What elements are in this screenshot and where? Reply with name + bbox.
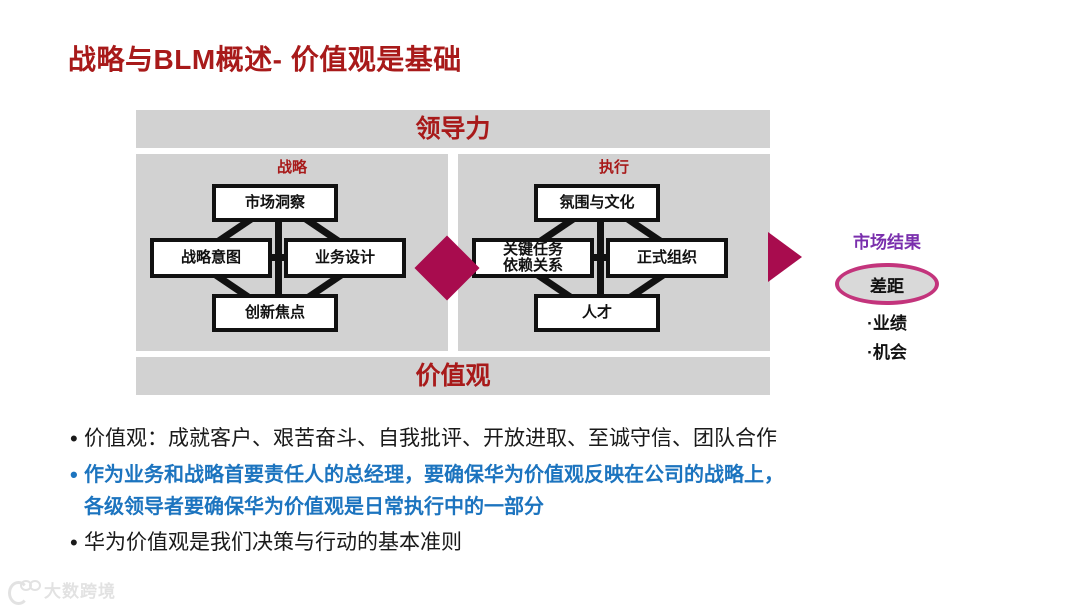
result-item-performance: ·业绩 (867, 314, 907, 333)
bullet-text-values: 价值观：成就客户、艰苦奋斗、自我批评、开放进取、至诚守信、团队合作 (84, 427, 777, 450)
node-key-tasks-line2: 依赖关系 (502, 257, 563, 274)
node-innovation-focus[interactable]: 创新焦点 (212, 294, 338, 332)
bullet-item-values: • 价值观：成就客户、艰苦奋斗、自我批评、开放进取、至诚守信、团队合作 (70, 424, 1050, 454)
execution-connector-horizontal (586, 254, 614, 261)
strategy-panel: 战略 市场洞察 战略意图 业务设计 创新焦点 (136, 154, 448, 351)
node-talent[interactable]: 人才 (534, 294, 660, 332)
node-key-tasks-line1: 关键任务 (502, 240, 563, 258)
leadership-band: 领导力 (136, 110, 770, 148)
node-strategic-intent[interactable]: 战略意图 (150, 238, 272, 278)
node-business-design[interactable]: 业务设计 (284, 238, 406, 278)
strategy-connector-horizontal (264, 254, 292, 261)
node-key-tasks[interactable]: 关键任务 依赖关系 (472, 238, 594, 278)
execution-panel-title: 执行 (598, 159, 629, 176)
bullet-item-manager-responsibility: • 作为业务和战略首要责任人的总经理，要确保华为价值观反映在公司的战略上， 各级… (70, 459, 1050, 523)
values-band: 价值观 (136, 357, 770, 395)
node-climate-and-culture[interactable]: 氛围与文化 (534, 184, 660, 222)
execution-panel: 执行 氛围与文化 关键任务 依赖关系 正式组织 人才 (458, 154, 770, 351)
result-item-opportunity: ·机会 (867, 343, 907, 362)
bullet-dot-icon: • (70, 426, 78, 451)
bullet-dot-icon: • (70, 462, 78, 487)
strategy-panel-title: 战略 (276, 159, 307, 176)
bullet-text-decision-principle: 华为价值观是我们决策与行动的基本准则 (84, 531, 462, 554)
node-market-insight[interactable]: 市场洞察 (212, 184, 338, 222)
market-result-block: 市场结果 差距 ·业绩 ·机会 (812, 228, 962, 363)
market-result-title: 市场结果 (853, 233, 921, 252)
bullet-list: • 价值观：成就客户、艰苦奋斗、自我批评、开放进取、至诚守信、团队合作 • 作为… (70, 424, 1050, 563)
bullet-text-line2: 各级领导者要确保华为价值观是日常执行中的一部分 (84, 496, 544, 518)
bullet-dot-icon: • (70, 530, 78, 555)
watermark-logo-icon (8, 579, 41, 605)
blm-diagram: 领导力 战略 市场洞察 战略意图 业务设计 创新焦点 执行 氛围与文化 关键任务… (136, 110, 770, 395)
bullet-text-manager-responsibility: 作为业务和战略首要责任人的总经理，要确保华为价值观反映在公司的战略上， 各级领导… (84, 459, 784, 523)
page-title: 战略与BLM概述- 价值观是基础 (68, 44, 462, 75)
bullet-text-line1: 作为业务和战略首要责任人的总经理，要确保华为价值观反映在公司的战略上， (84, 464, 784, 486)
right-arrow-icon (768, 232, 802, 282)
watermark-text: 大数跨境 (44, 582, 116, 601)
watermark: 大数跨境 (8, 577, 116, 605)
node-formal-organization[interactable]: 正式组织 (606, 238, 728, 278)
bullet-item-decision-principle: • 华为价值观是我们决策与行动的基本准则 (70, 528, 1050, 558)
gap-badge: 差距 (835, 263, 939, 305)
